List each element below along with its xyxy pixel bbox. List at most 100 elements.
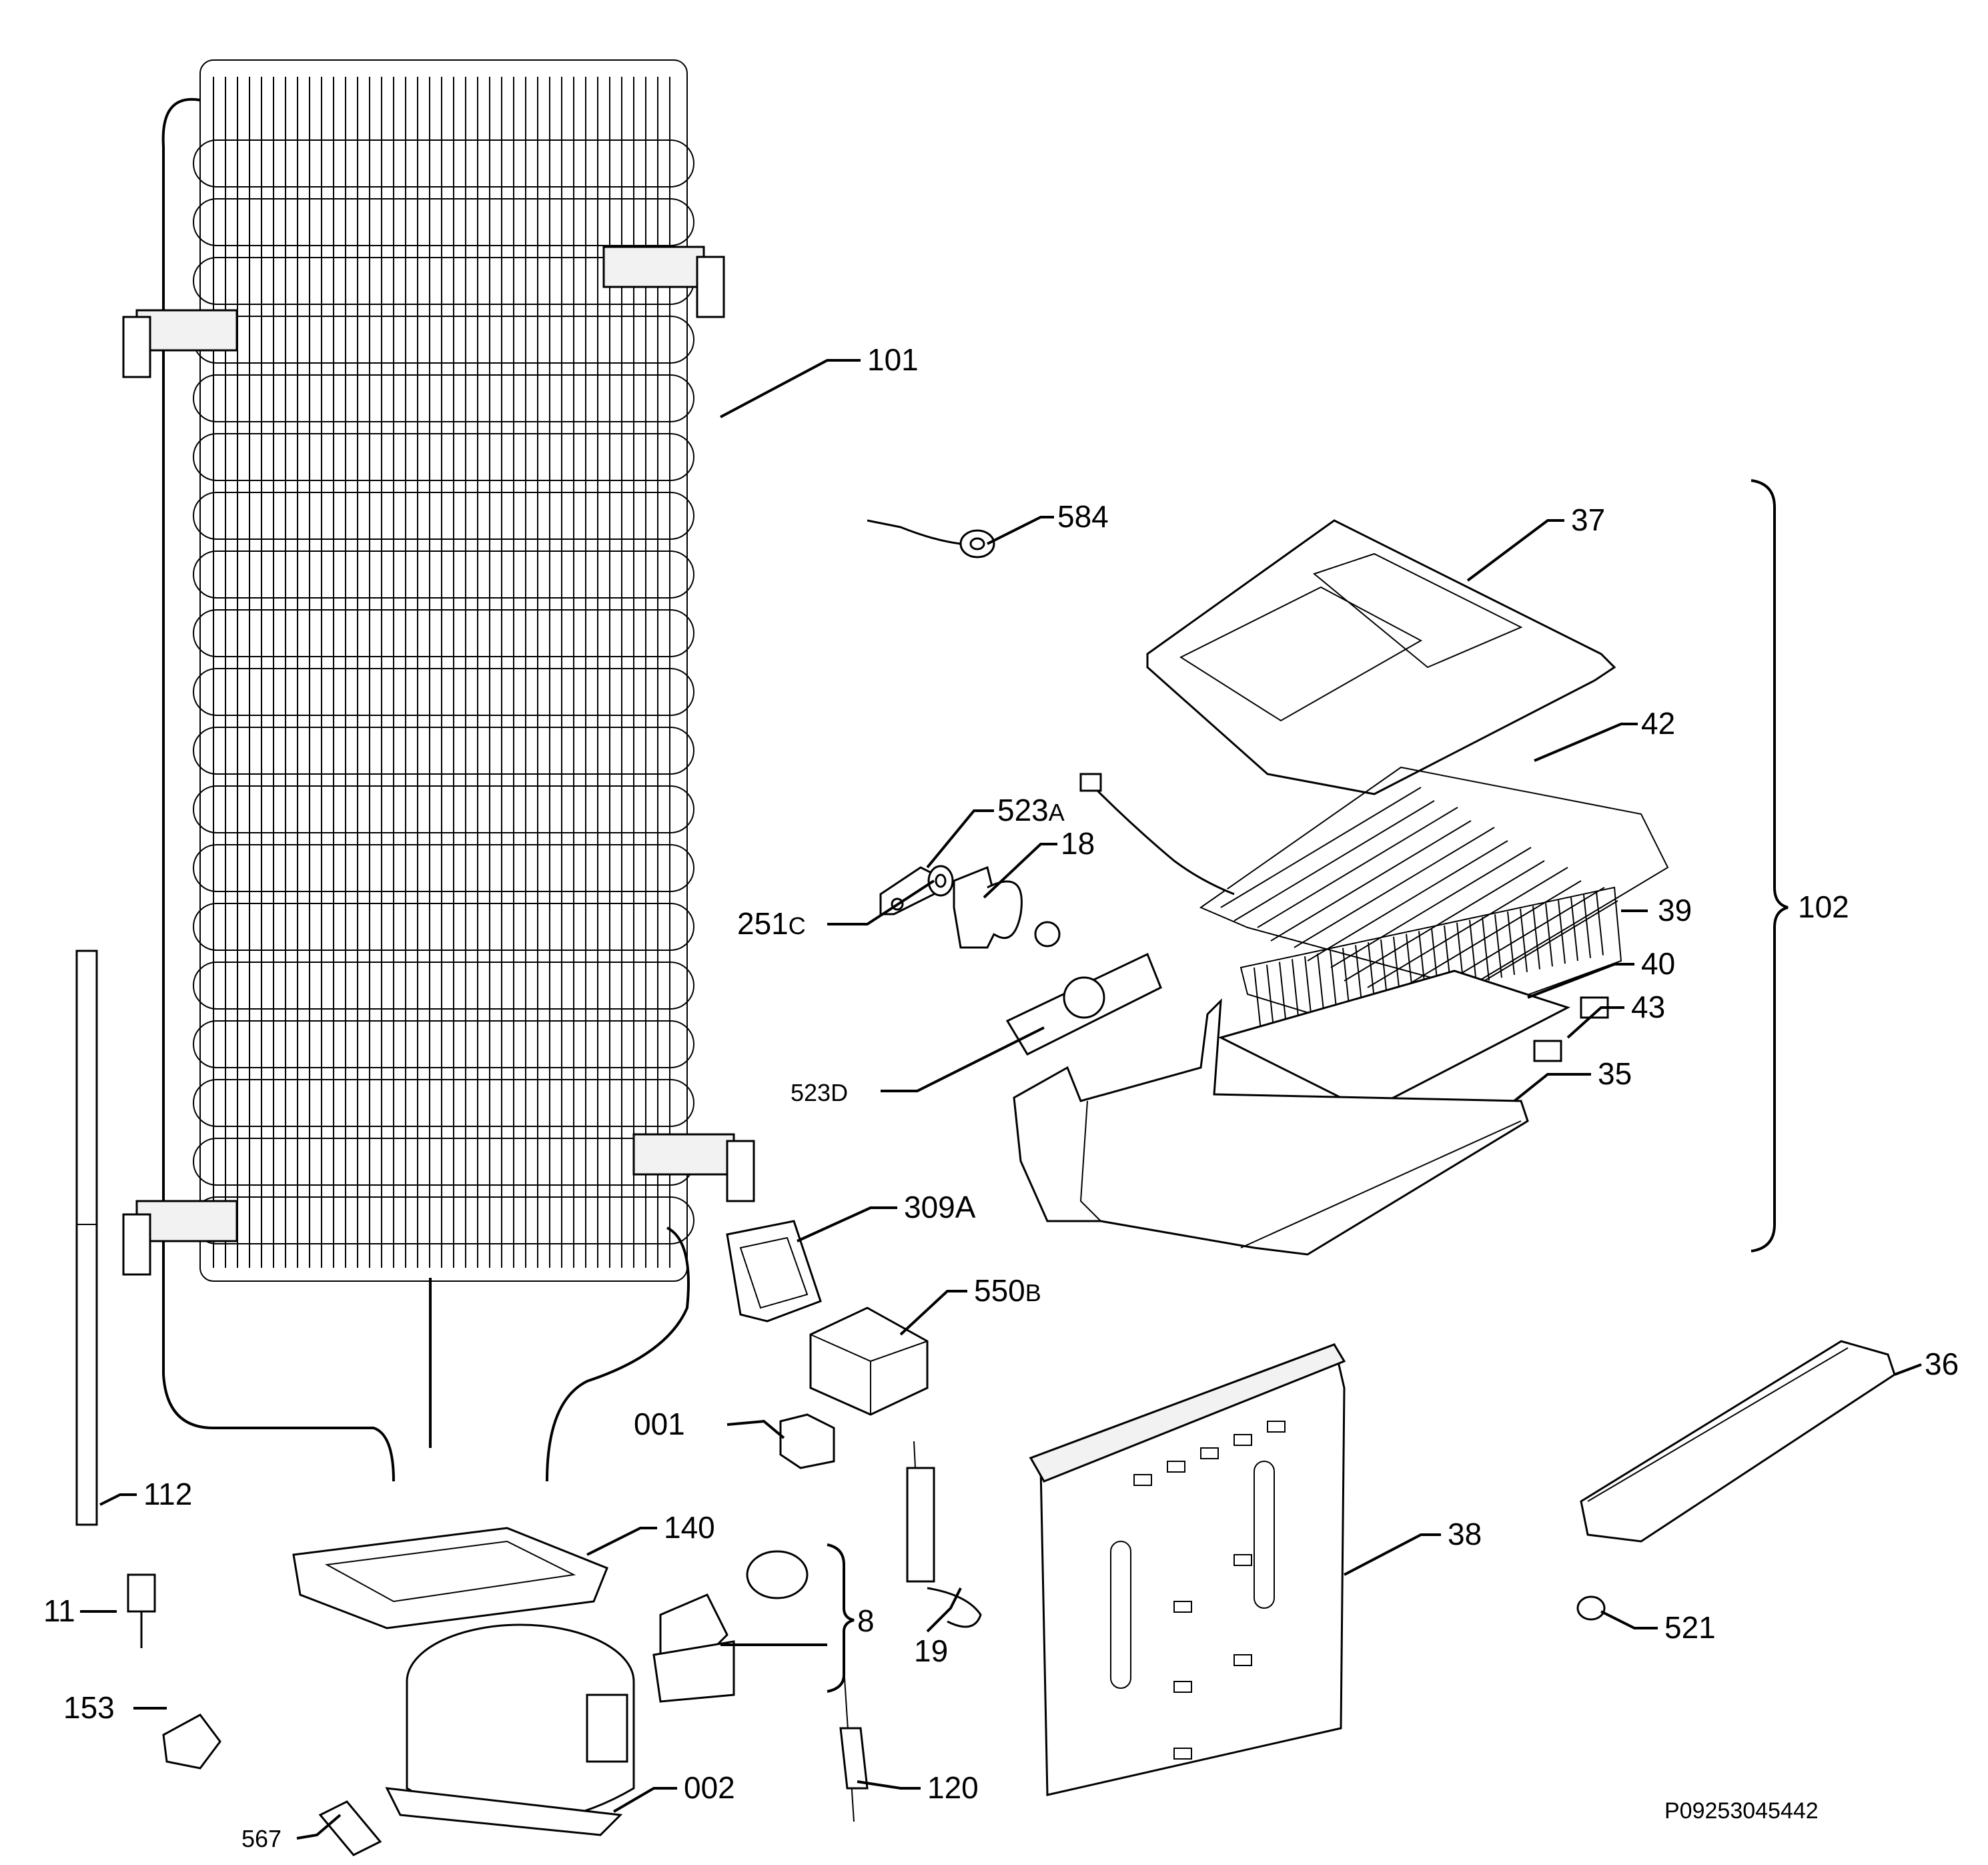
grommet-251c xyxy=(927,865,954,897)
fin xyxy=(1507,911,1515,976)
label-102: 102 xyxy=(1798,889,1849,924)
evap-tube xyxy=(1233,800,1435,921)
label-120: 120 xyxy=(927,1770,979,1805)
sensor-584 xyxy=(867,519,995,558)
evap-tube xyxy=(1307,840,1508,962)
label-140: 140 xyxy=(664,1510,715,1545)
evap-tube xyxy=(1220,787,1422,908)
condenser-coil xyxy=(193,609,694,657)
panel-slot xyxy=(1233,1434,1252,1446)
compressor-002 xyxy=(385,1623,635,1836)
condenser-coil xyxy=(193,844,694,892)
fan-bracket-523a xyxy=(879,866,935,915)
evap-tube xyxy=(1270,820,1472,942)
panel-slot xyxy=(1173,1681,1192,1693)
fin xyxy=(1494,914,1502,978)
label-19: 19 xyxy=(914,1633,948,1668)
fin xyxy=(1520,908,1528,972)
label-8: 8 xyxy=(857,1603,875,1638)
label-18: 18 xyxy=(1061,826,1095,861)
heater-40 xyxy=(1217,970,1570,1112)
label-523d: 523D xyxy=(791,1079,848,1106)
fuse-120 xyxy=(839,1667,869,1822)
label-309a: 309A xyxy=(904,1190,976,1224)
condenser-coil xyxy=(193,962,694,1010)
label-584: 584 xyxy=(1057,499,1109,534)
label-567: 567 xyxy=(241,1825,282,1852)
brace-102 xyxy=(1751,479,1789,1252)
label-251c: 251C xyxy=(737,906,806,941)
label-523a: 523A xyxy=(997,793,1065,827)
bracket-309a xyxy=(726,1220,822,1323)
fin xyxy=(1317,953,1325,1018)
label-550b: 550B xyxy=(974,1273,1041,1308)
valve-11 xyxy=(127,1573,156,1648)
label-11: 11 xyxy=(43,1593,75,1628)
fin xyxy=(1279,962,1287,1026)
condenser-coil xyxy=(193,433,694,481)
rail-36 xyxy=(1580,1340,1896,1543)
evaporator-42 xyxy=(1079,766,1669,1022)
o-ring-521 xyxy=(1576,1595,1606,1621)
label-153: 153 xyxy=(63,1690,115,1725)
condenser-coil xyxy=(193,727,694,775)
fin xyxy=(1266,964,1274,1028)
label-40: 40 xyxy=(1641,946,1675,981)
base-tray-140 xyxy=(292,1527,608,1629)
condenser-coil xyxy=(193,492,694,540)
fin xyxy=(1482,917,1490,981)
relay-001 xyxy=(779,1413,835,1469)
evap-tube xyxy=(1257,807,1458,928)
fin xyxy=(1532,905,1540,970)
fan-motor-18 xyxy=(953,865,1061,949)
fin xyxy=(1254,967,1262,1032)
panel-slot xyxy=(1200,1447,1219,1459)
panel-slot xyxy=(1133,1474,1152,1486)
condenser-coil xyxy=(193,374,694,422)
fin xyxy=(1570,897,1578,962)
brace-8 xyxy=(827,1543,855,1693)
starter-8 xyxy=(652,1550,809,1703)
drain-tube-112 xyxy=(75,950,98,1526)
panel-slot xyxy=(1267,1421,1286,1433)
condenser-coil xyxy=(193,139,694,188)
condenser-coil xyxy=(193,903,694,951)
condenser-coil xyxy=(193,316,694,364)
condenser-coil xyxy=(193,1196,694,1244)
evap-tube xyxy=(1344,860,1545,982)
label-112: 112 xyxy=(143,1477,192,1511)
fin xyxy=(1596,891,1604,956)
condenser-coil xyxy=(193,550,694,599)
fin xyxy=(1330,950,1338,1014)
evap-tube xyxy=(1380,880,1582,1002)
fin xyxy=(1304,956,1312,1020)
plate-567 xyxy=(318,1800,382,1856)
label-35: 35 xyxy=(1598,1056,1632,1091)
clamp-153 xyxy=(162,1714,221,1770)
condenser-coil xyxy=(193,1020,694,1068)
condenser-coil xyxy=(193,1079,694,1127)
panel-slot xyxy=(1173,1748,1192,1760)
box-550b xyxy=(809,1307,929,1416)
label-002: 002 xyxy=(684,1770,735,1805)
panel-slot xyxy=(1167,1461,1185,1473)
evap-tube xyxy=(1367,867,1568,988)
label-38: 38 xyxy=(1448,1517,1482,1551)
label-001: 001 xyxy=(634,1407,685,1441)
panel-slot xyxy=(1233,1554,1252,1566)
panel-slot xyxy=(1173,1601,1192,1613)
evap-tube xyxy=(1330,847,1532,968)
label-37: 37 xyxy=(1571,502,1605,537)
fan-cover-523d xyxy=(1005,952,1162,1056)
condenser-coil xyxy=(193,198,694,246)
condenser-coil xyxy=(193,1138,694,1186)
fin xyxy=(1583,894,1591,958)
fin xyxy=(1545,903,1553,967)
housing-35 xyxy=(1013,998,1529,1256)
panel-slot xyxy=(1233,1654,1252,1666)
cover-37 xyxy=(1146,519,1616,795)
leader-lines xyxy=(80,359,1922,1840)
fin xyxy=(1292,959,1300,1023)
label-43: 43 xyxy=(1631,990,1665,1024)
